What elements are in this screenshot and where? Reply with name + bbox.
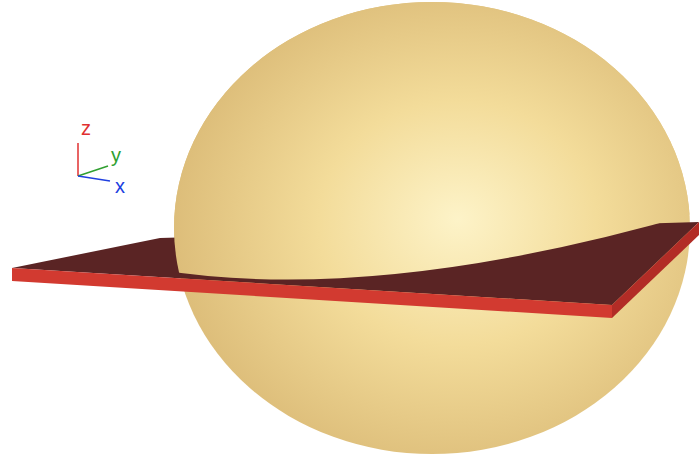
sphere-lower <box>174 2 690 454</box>
sphere-upper <box>174 2 690 454</box>
axis-label-y: y <box>111 145 121 165</box>
axis-label-z: z <box>81 118 91 138</box>
axis-label-x: x <box>115 176 125 196</box>
axis-triad <box>78 143 110 181</box>
